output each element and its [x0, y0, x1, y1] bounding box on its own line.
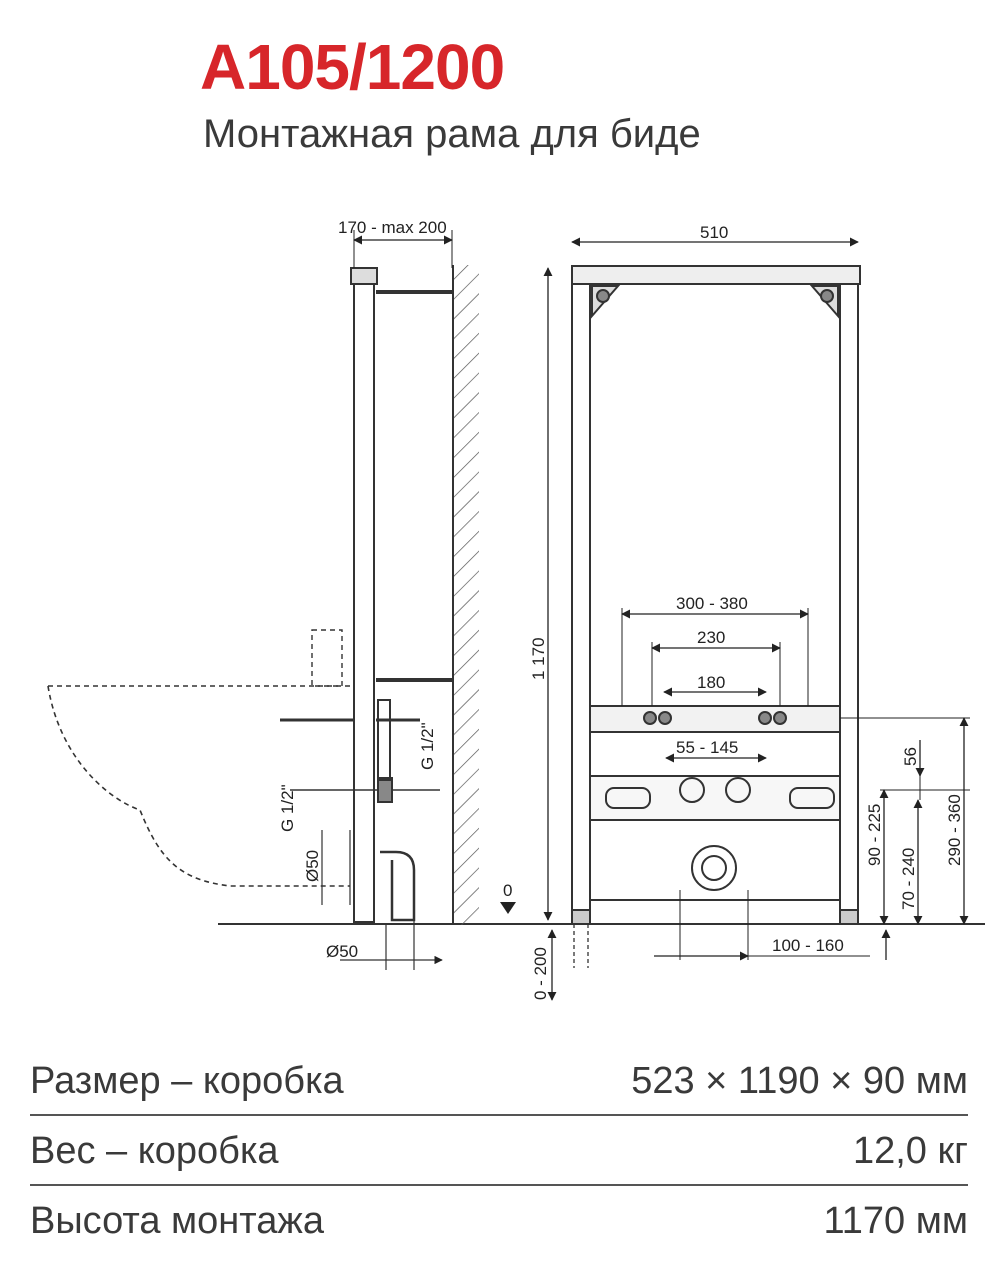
dim-height: 1 170 — [529, 637, 548, 680]
dim-width: 510 — [700, 223, 728, 242]
front-view — [571, 265, 861, 968]
top-crossbar — [571, 265, 861, 285]
dim-floor-zero: 0 — [503, 881, 512, 900]
drain-circle — [691, 845, 737, 891]
spec-label-weight: Вес – коробка — [30, 1129, 279, 1172]
model-title: A105/1200 — [200, 31, 505, 103]
dim-range-90-225: 90 - 225 — [865, 804, 884, 866]
dim-stud-span: 180 — [697, 673, 725, 692]
dim-range-290-360: 290 - 360 — [945, 794, 964, 866]
dim-thread-a: G 1/2" — [418, 722, 437, 770]
side-frame-post — [353, 281, 375, 923]
mounting-bar — [589, 705, 841, 733]
spec-row-size: Размер – коробка 523 × 1190 × 90 мм — [30, 1048, 968, 1114]
dim-flange-inner: 230 — [697, 628, 725, 647]
spec-value-size: 523 × 1190 × 90 мм — [631, 1059, 968, 1102]
dim-inlet-span: 55 - 145 — [676, 738, 738, 757]
spec-label-height: Высота монтажа — [30, 1199, 324, 1242]
dim-side-depth: 170 - max 200 — [338, 218, 447, 237]
dim-pipe-b: Ø50 — [326, 942, 358, 961]
spec-divider — [30, 1184, 968, 1186]
spec-value-weight: 12,0 кг — [852, 1129, 968, 1172]
spec-row-weight: Вес – коробка 12,0 кг — [30, 1118, 968, 1184]
dim-thread-b: G 1/2" — [278, 784, 297, 832]
side-view — [47, 265, 479, 970]
left-post — [571, 283, 591, 921]
dim-offset-56: 56 — [901, 747, 920, 766]
right-post — [839, 283, 859, 921]
dim-range-0-200: 0 - 200 — [531, 947, 550, 1000]
spec-row-height: Высота монтажа 1170 мм — [30, 1188, 968, 1254]
dim-range-70-240: 70 - 240 — [899, 848, 918, 910]
spec-label-size: Размер – коробка — [30, 1059, 344, 1102]
product-subtitle: Монтажная рама для биде — [203, 112, 701, 156]
spec-divider — [30, 1114, 968, 1116]
spec-value-height: 1170 мм — [823, 1199, 968, 1242]
dim-flange-outer: 300 - 380 — [676, 594, 748, 613]
dim-range-100-160: 100 - 160 — [772, 936, 844, 955]
bidet-outline — [47, 685, 350, 887]
technical-drawing: 170 - max 200 G 1/2" G 1/2" Ø50 Ø50 — [47, 218, 985, 1001]
dim-pipe-a: Ø50 — [303, 850, 322, 882]
wall — [453, 265, 479, 925]
